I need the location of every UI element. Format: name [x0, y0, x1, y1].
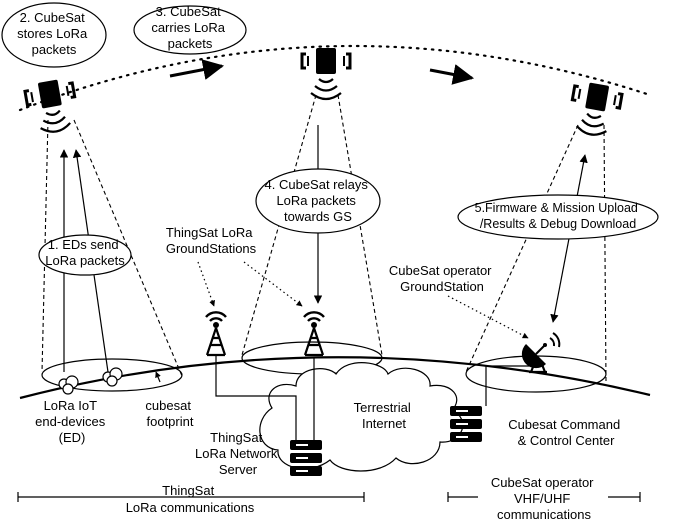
control-center-server-icon [449, 405, 483, 443]
orbit-arrow-1 [169, 59, 225, 80]
orbit-arc [18, 44, 652, 112]
satellite-dish-icon [521, 332, 561, 374]
end-devices-label: LoRa IoT end-devices (ED) [35, 398, 109, 445]
step2-label: 2. CubeSat stores LoRa packets [17, 10, 91, 57]
step3-label: 3. CubeSat carries LoRa packets [151, 4, 228, 51]
network-server-label: ThingSat LoRa Network Server [195, 430, 281, 477]
thingsat-groundstations-label: ThingSat LoRa GroundStations [166, 225, 257, 256]
cubesat-icon [300, 46, 352, 101]
network-server-icon [289, 439, 323, 477]
thingsat-groundstation-icon [204, 311, 228, 357]
cubesat-icon [22, 75, 82, 138]
operator-groundstation-label: CubeSat operator GroundStation [389, 263, 495, 294]
footprint-label: cubesat footprint [145, 398, 194, 429]
cubesat-icon [565, 78, 625, 141]
thingsat-groundstation-icon [302, 311, 326, 357]
step1-label: 1. EDs send LoRa packets [45, 237, 125, 268]
internet-label: Terrestrial Internet [354, 400, 415, 431]
lora-comms-label: ThingSat LoRa communications [126, 483, 255, 515]
end-device-icon [58, 367, 123, 395]
orbit-arrow-2 [429, 64, 475, 85]
vhf-comms-label: CubeSat operator VHF/UHF communications [491, 475, 597, 522]
step4-label: 4. CubeSat relays LoRa packets towards G… [265, 177, 372, 224]
control-center-label: Cubesat Command & Control Center [508, 417, 624, 448]
step5-label: 5.Firmware & Mission Upload /Results & D… [475, 201, 642, 231]
